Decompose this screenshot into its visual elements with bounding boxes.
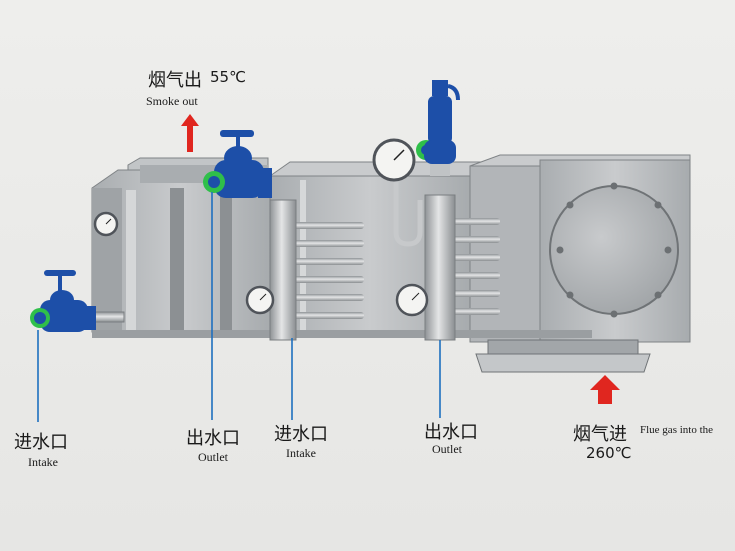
outlet-label-1: 出水口: [186, 428, 240, 449]
intake-label-1: 进水口: [14, 432, 68, 453]
flue-in-temp: 260℃: [586, 444, 632, 462]
pressure-gauge-icon: [245, 285, 275, 315]
header-pipe-middle: [269, 199, 297, 341]
gate-valve-icon: [203, 130, 272, 198]
box-section-right: [469, 154, 691, 373]
gate-valve-icon: [30, 270, 96, 332]
intake-label-2: 进水口: [274, 424, 328, 445]
leader-lines: [37, 192, 441, 422]
smoke-out-temp: 55℃: [210, 68, 246, 86]
up-arrow-icon: [181, 114, 199, 152]
outlet-en-2: Outlet: [432, 442, 462, 456]
tube-bundle-middle: [294, 222, 364, 319]
safety-valve-icon: [416, 80, 460, 176]
flue-in-en: Flue gas into the: [640, 424, 714, 436]
outlet-en-1: Outlet: [198, 450, 228, 464]
tube-bundle-right: [450, 218, 500, 315]
intake-en-1: Intake: [28, 455, 58, 469]
intake-en-2: Intake: [286, 446, 316, 460]
header-pipe-right: [424, 194, 456, 341]
pressure-gauge-icon: [395, 283, 429, 317]
smoke-out-en: Smoke out: [146, 94, 198, 108]
pressure-gauge-icon: [372, 138, 423, 247]
up-arrow-icon: [590, 375, 620, 404]
flue-in-label: 烟气进: [573, 424, 627, 445]
outlet-label-2: 出水口: [424, 422, 478, 443]
thermometer-icon: [93, 211, 119, 237]
smoke-out-label: 烟气出: [148, 70, 202, 91]
